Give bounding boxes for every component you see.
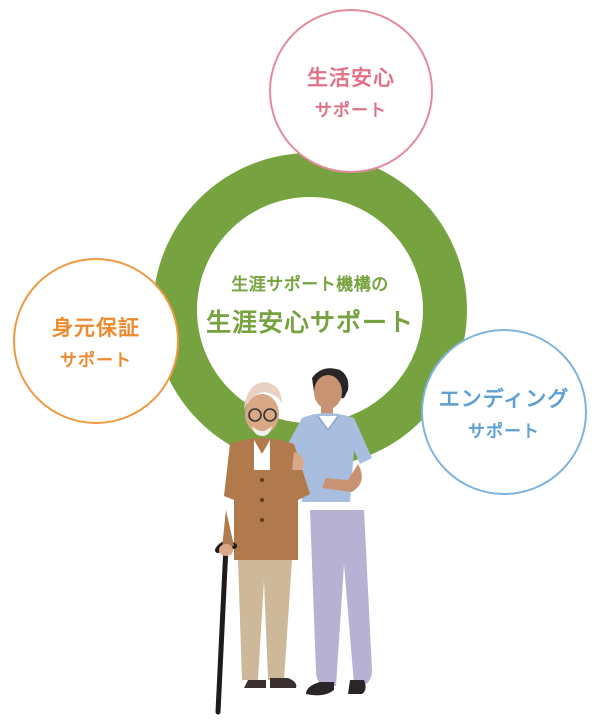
center-title: 生涯安心サポート	[205, 308, 414, 337]
living-support-bubble: 生活安心 サポート	[269, 9, 433, 173]
ending-support-subtitle: サポート	[468, 421, 540, 442]
ending-support-title: エンディング	[438, 386, 570, 411]
center-label: 生涯サポート機構の 生涯安心サポート	[175, 270, 445, 339]
elderly-man-with-cane-and-caregiver-illustration	[215, 368, 372, 715]
elderly-man-figure	[215, 382, 310, 715]
guarantee-support-title: 身元保証	[52, 315, 140, 340]
guarantee-support-subtitle: サポート	[60, 350, 132, 371]
living-support-subtitle: サポート	[315, 100, 387, 121]
ending-support-bubble: エンディング サポート	[421, 329, 587, 495]
living-support-title: 生活安心	[307, 65, 395, 90]
caregiver-figure	[278, 368, 372, 696]
guarantee-support-bubble: 身元保証 サポート	[13, 258, 179, 424]
center-subtitle: 生涯サポート機構の	[231, 275, 389, 295]
